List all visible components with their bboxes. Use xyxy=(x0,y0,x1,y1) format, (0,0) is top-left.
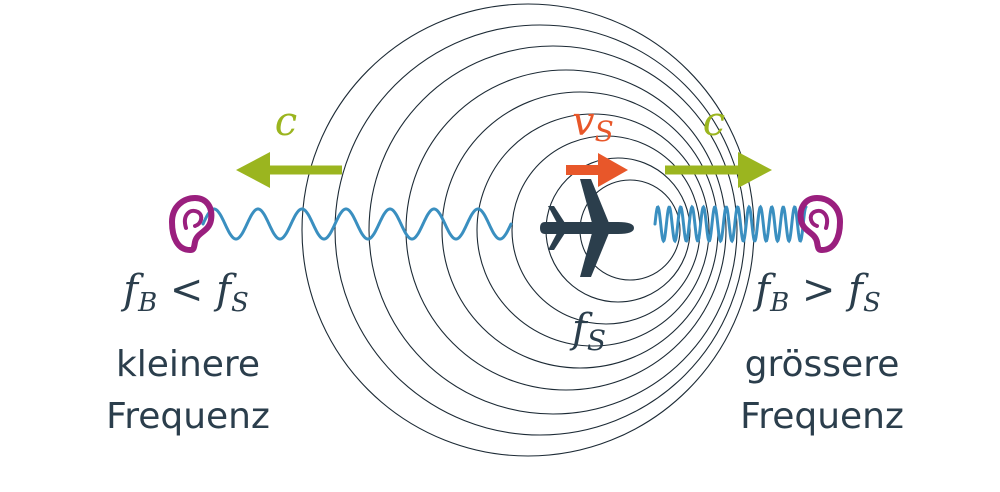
arrow-vs xyxy=(566,153,628,187)
wavefront-circle xyxy=(476,113,710,347)
short-wave xyxy=(653,204,808,244)
arrow-c-left xyxy=(236,152,342,188)
long-wave xyxy=(201,207,513,241)
ear-icon-right xyxy=(797,194,844,254)
arrow-c-right xyxy=(665,152,772,188)
wavefront-circle xyxy=(301,3,755,457)
wavefront-circle xyxy=(368,45,738,415)
right-text-line2: Frequenz xyxy=(740,396,904,437)
left-text-line2: Frequenz xyxy=(106,396,270,437)
relation-right: fB > fS xyxy=(752,267,881,318)
label-fs: fS xyxy=(569,306,606,357)
label-c-right: c xyxy=(703,99,725,145)
airplane-icon xyxy=(540,179,634,277)
label-vs: vS xyxy=(572,99,614,148)
relation-left: fB < fS xyxy=(120,267,249,318)
label-c-left: c xyxy=(275,99,297,145)
wavefront-circle xyxy=(405,69,727,391)
wavefront-circles xyxy=(301,3,755,457)
right-text-line1: grössere xyxy=(745,344,900,385)
left-text-line1: kleinere xyxy=(116,344,260,385)
ear-icon-left xyxy=(168,194,215,254)
